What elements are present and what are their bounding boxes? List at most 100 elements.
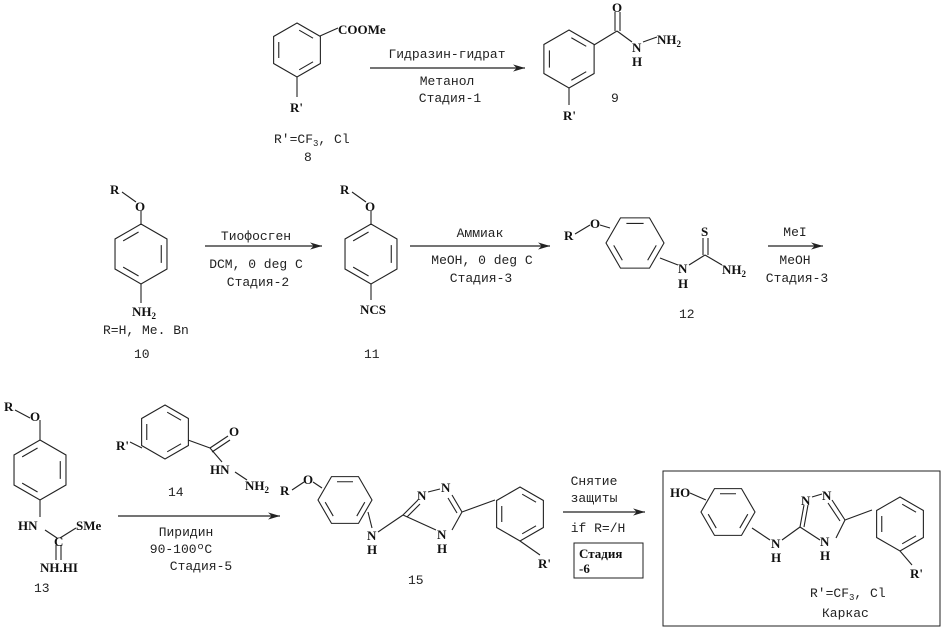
double-bond xyxy=(521,525,537,535)
atom-label: NH2 xyxy=(132,304,157,321)
double-bond xyxy=(324,501,334,517)
bond xyxy=(616,30,633,43)
benzene-ring xyxy=(317,476,373,524)
bond xyxy=(402,499,419,516)
atom-label: N xyxy=(678,261,688,276)
compound-number: 14 xyxy=(168,485,184,500)
atom-label: H xyxy=(437,541,447,556)
bond xyxy=(451,494,463,513)
r-definition: R'=CF3, Cl xyxy=(274,132,350,149)
compound-number: 15 xyxy=(408,573,424,588)
atom-label: N xyxy=(822,488,832,503)
bond xyxy=(659,257,679,266)
atom-label: R' xyxy=(563,108,576,123)
double-bond xyxy=(707,513,717,529)
compound-8: COOMe R' R'=CF3, Cl 8 xyxy=(274,22,386,165)
atom-label: HN xyxy=(210,462,230,477)
bond xyxy=(803,504,809,528)
atom-label: R xyxy=(340,182,350,197)
bond xyxy=(451,511,463,531)
bond xyxy=(599,224,611,229)
bond xyxy=(402,514,437,531)
double-bond xyxy=(166,443,182,453)
atom-label: N xyxy=(771,536,781,551)
atom-label: NH.HI xyxy=(40,560,78,575)
compound-11: R O NCS 11 xyxy=(340,182,386,362)
benzene-ring xyxy=(344,223,398,285)
bond xyxy=(211,439,231,453)
atom-label: N xyxy=(820,534,830,549)
reagent-label: Тиофосген xyxy=(221,229,291,244)
double-bond xyxy=(739,513,749,529)
atom-label: H xyxy=(367,542,377,557)
final-product-box xyxy=(662,470,941,627)
condition-label: Метанол xyxy=(420,74,475,89)
stage-label: Стадия-2 xyxy=(227,275,289,290)
double-bond xyxy=(571,71,587,81)
reagent-label: MeI xyxy=(783,225,806,240)
bond xyxy=(291,481,305,491)
double-bond xyxy=(647,245,657,261)
bond xyxy=(642,36,658,43)
bond xyxy=(461,499,496,513)
bond xyxy=(319,27,339,37)
stage-label: Стадия xyxy=(579,546,622,561)
bond xyxy=(811,493,823,498)
double-bond xyxy=(21,447,38,458)
double-bond xyxy=(613,245,623,261)
r-definition: R'=CF3, Cl xyxy=(810,586,886,603)
atom-label: N xyxy=(367,528,377,543)
r-definition: R=H, Me. Bn xyxy=(103,323,189,338)
bond xyxy=(899,550,913,566)
atom-label: O xyxy=(612,0,622,15)
double-bond xyxy=(352,231,369,242)
stage-label: Стадия-3 xyxy=(450,271,512,286)
compound-15: R O N H N N N H R' 15 xyxy=(280,472,551,588)
double-bond xyxy=(298,29,314,39)
atom-label: R' xyxy=(910,566,923,581)
reagent-label: Гидразин-гидрат xyxy=(388,47,505,62)
condition-label: if R=/H xyxy=(571,521,626,536)
atom-label: R xyxy=(280,483,290,498)
bond xyxy=(844,509,873,521)
atom-label: COOMe xyxy=(338,22,386,37)
atom-label: O xyxy=(135,199,145,214)
bond xyxy=(688,254,706,266)
bond xyxy=(447,497,458,514)
stage-label: Стадия-3 xyxy=(766,271,828,286)
atom-label: N xyxy=(801,493,811,508)
atom-label: H xyxy=(771,550,781,565)
bond xyxy=(827,502,841,522)
atom-label: R xyxy=(4,399,14,414)
atom-label: N xyxy=(441,480,451,495)
double-bond xyxy=(571,37,587,47)
atom-label: O xyxy=(30,409,40,424)
atom-label: NH2 xyxy=(245,478,270,495)
bond xyxy=(519,540,541,556)
double-bond xyxy=(166,411,182,421)
condition-label: DCM, 0 deg C xyxy=(209,257,303,272)
atom-label: R xyxy=(564,228,574,243)
stage-label: Стадия-5 xyxy=(170,559,232,574)
bond xyxy=(44,529,58,539)
bond xyxy=(835,519,846,539)
benzene-ring xyxy=(13,439,67,501)
bond xyxy=(799,504,805,528)
compound-14: R' O HN NH2 14 xyxy=(116,424,270,500)
compound-number: 10 xyxy=(134,347,150,362)
atom-label: R' xyxy=(116,438,129,453)
atom-label: H xyxy=(678,276,688,291)
double-bond xyxy=(356,501,366,517)
stage-label: Стадия-1 xyxy=(419,91,482,106)
benzene-ring xyxy=(141,404,189,460)
compound-number: 9 xyxy=(611,91,619,106)
atom-label: H xyxy=(820,548,830,563)
atom-label: NH2 xyxy=(722,262,747,279)
benzene-ring xyxy=(273,22,321,78)
bond xyxy=(209,447,223,463)
atom-label: HO xyxy=(670,485,690,500)
atom-label: R' xyxy=(538,556,551,571)
condition-label: 90-100ºC xyxy=(150,542,213,557)
